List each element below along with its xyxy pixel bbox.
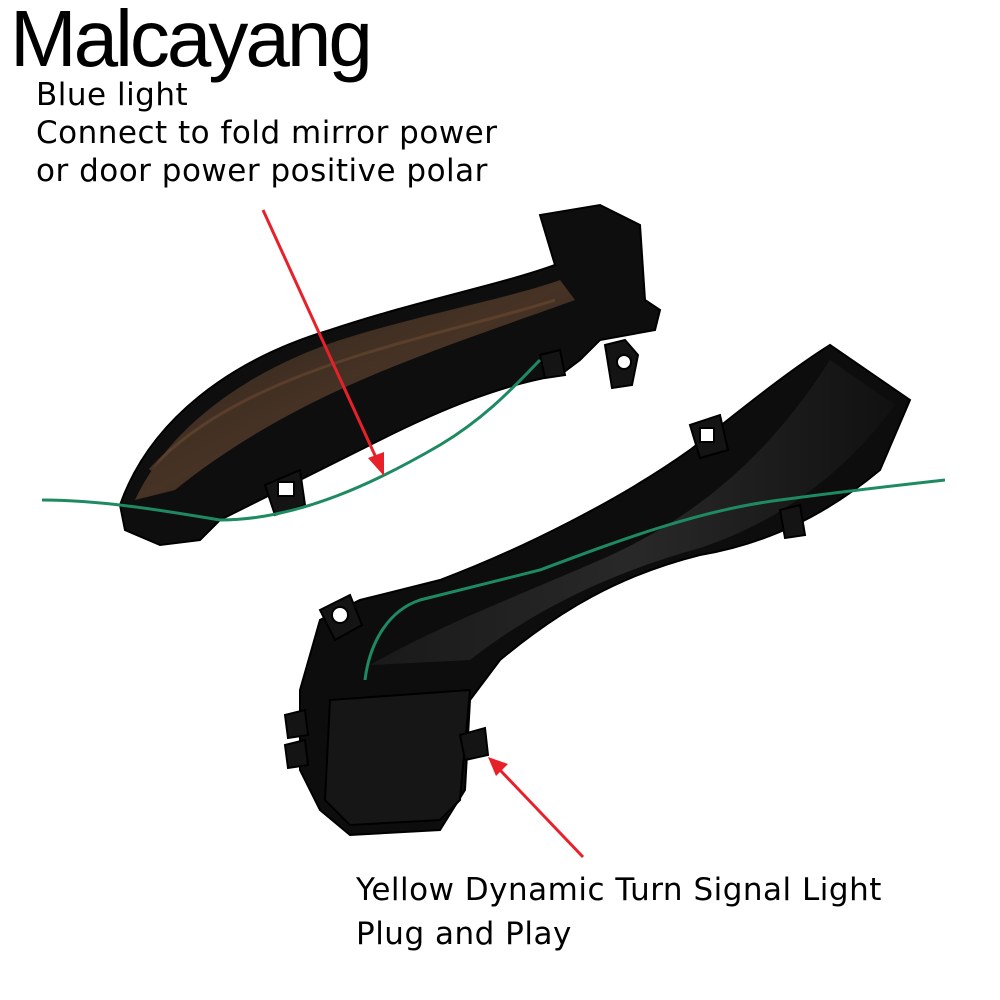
caption-line: or door power positive polar [36, 153, 488, 189]
upper-wire [41, 358, 542, 522]
upper-indicator [118, 203, 662, 547]
brand-logo: Malcayang [10, 0, 373, 83]
caption-line: Blue light [36, 77, 189, 113]
caption-blue-light: Blue light Connect to fold mirror power … [36, 76, 498, 190]
caption-line: Plug and Play [356, 916, 572, 952]
lower-indicator [283, 343, 912, 837]
arrow-icon [261, 209, 384, 476]
lower-wire [363, 478, 946, 681]
caption-line: Yellow Dynamic Turn Signal Light [356, 872, 882, 908]
arrow-icon [488, 757, 585, 859]
caption-turn-signal: Yellow Dynamic Turn Signal Light Plug an… [356, 868, 882, 956]
caption-line: Connect to fold mirror power [36, 115, 498, 151]
